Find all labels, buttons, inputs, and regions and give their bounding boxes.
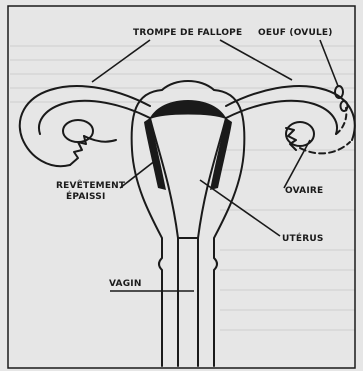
left-fallopian-tube: [20, 86, 150, 166]
label-vagina: VAGIN: [109, 279, 142, 289]
label-uterus: UTÉRUS: [282, 234, 324, 244]
label-ovary: OVAIRE: [285, 186, 323, 196]
label-lining-line1: REVÊTEMENT: [56, 181, 125, 191]
cervical-canal: [178, 238, 198, 366]
label-ovum: OEUF (OVULE): [258, 28, 333, 38]
label-lining-line2: ÉPAISSI: [66, 192, 106, 202]
label-fallopian-tube: TROMPE DE FALLOPE: [133, 28, 242, 38]
